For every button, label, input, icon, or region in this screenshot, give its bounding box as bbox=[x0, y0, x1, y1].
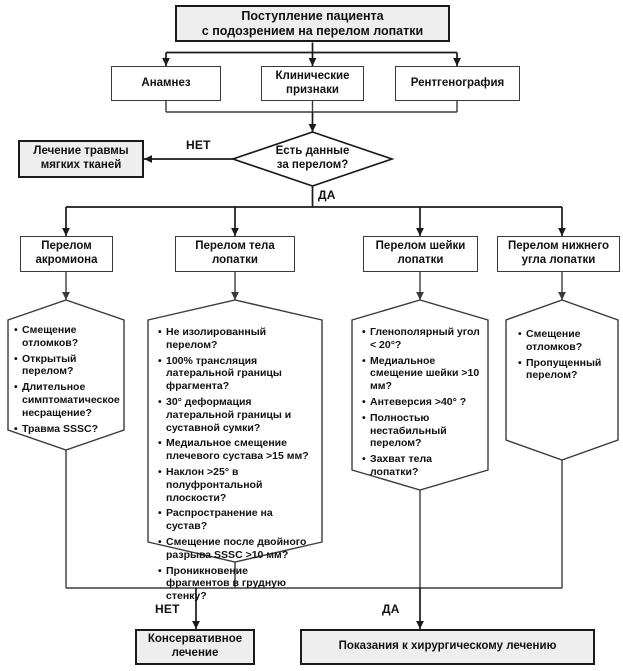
outcome-box-conservative[interactable]: Консервативное лечение bbox=[135, 629, 255, 665]
criteria-item: Полностью нестабильный перелом? bbox=[362, 412, 482, 450]
criteria-item: Травма SSSC? bbox=[14, 423, 118, 436]
criteria-hexagon-3[interactable]: Гленополярный угол < 20°? Медиальное сме… bbox=[352, 300, 488, 490]
criteria-list-1: Смещение отломков? Открытый перелом? Дли… bbox=[14, 324, 120, 438]
criteria-item: Захват тела лопатки? bbox=[362, 453, 482, 479]
criteria-item: Распространение на сустав? bbox=[158, 507, 314, 533]
criteria-item: Медиальное смещение плечевого сустава >1… bbox=[158, 437, 314, 463]
decision-fracture-evidence[interactable]: Есть данные за перелом? bbox=[275, 145, 350, 171]
criteria-item: Смещение после двойного разрыва SSSC >10… bbox=[158, 536, 314, 562]
fracture-type-box-inferior-angle[interactable]: Перелом нижнего угла лопатки bbox=[497, 236, 620, 272]
edge-label-yes-decision: ДА bbox=[318, 188, 336, 202]
criteria-list-3: Гленополярный угол < 20°? Медиальное сме… bbox=[362, 326, 482, 482]
criteria-item: Открытый перелом? bbox=[14, 353, 118, 379]
criteria-item: Смещение отломков? bbox=[518, 328, 612, 354]
criteria-item: Проникновение фрагментов в грудную стенк… bbox=[158, 565, 314, 603]
criteria-item: Медиальное смещение шейки >10 мм? bbox=[362, 355, 482, 393]
criteria-item: Наклон >25° в полуфронтальной плоскости? bbox=[158, 466, 314, 504]
assessment-box-history[interactable]: Анамнез bbox=[111, 66, 221, 101]
criteria-item: Гленополярный угол < 20°? bbox=[362, 326, 482, 352]
criteria-item: Антеверсия >40° ? bbox=[362, 396, 482, 409]
criteria-hexagon-4[interactable]: Смещение отломков? Пропущенный перелом? bbox=[506, 300, 618, 460]
soft-tissue-treatment-box[interactable]: Лечение травмы мягких тканей bbox=[18, 140, 144, 178]
criteria-item: 100% трансляция латеральной границы фраг… bbox=[158, 355, 314, 393]
fracture-type-box-neck[interactable]: Перелом шейки лопатки bbox=[363, 236, 478, 272]
fracture-type-box-body[interactable]: Перелом тела лопатки bbox=[175, 236, 295, 272]
criteria-hexagon-1[interactable]: Смещение отломков? Открытый перелом? Дли… bbox=[8, 300, 124, 450]
criteria-item: 30° деформация латеральной границы и сус… bbox=[158, 396, 314, 434]
criteria-list-4: Смещение отломков? Пропущенный перелом? bbox=[518, 328, 612, 385]
edge-label-no-outcome: НЕТ bbox=[155, 602, 180, 616]
fracture-type-box-acromion[interactable]: Перелом акромиона bbox=[20, 236, 113, 272]
criteria-item: Не изолированный перелом? bbox=[158, 326, 314, 352]
criteria-list-2: Не изолированный перелом? 100% трансляци… bbox=[158, 326, 314, 606]
criteria-item: Пропущенный перелом? bbox=[518, 357, 612, 383]
assessment-box-clinical-signs[interactable]: Клинические признаки bbox=[261, 66, 364, 101]
assessment-box-radiography[interactable]: Рентгенография bbox=[395, 66, 520, 101]
title-box: Поступление пациента с подозрением на пе… bbox=[175, 5, 450, 42]
edge-label-yes-outcome: ДА bbox=[382, 602, 400, 616]
outcome-box-surgical[interactable]: Показания к хирургическому лечению bbox=[300, 629, 595, 665]
criteria-item: Длительное симптоматическое несращение? bbox=[14, 381, 120, 419]
criteria-item: Смещение отломков? bbox=[14, 324, 118, 350]
criteria-hexagon-2[interactable]: Не изолированный перелом? 100% трансляци… bbox=[148, 300, 322, 602]
edge-label-no-decision: НЕТ bbox=[186, 138, 211, 152]
